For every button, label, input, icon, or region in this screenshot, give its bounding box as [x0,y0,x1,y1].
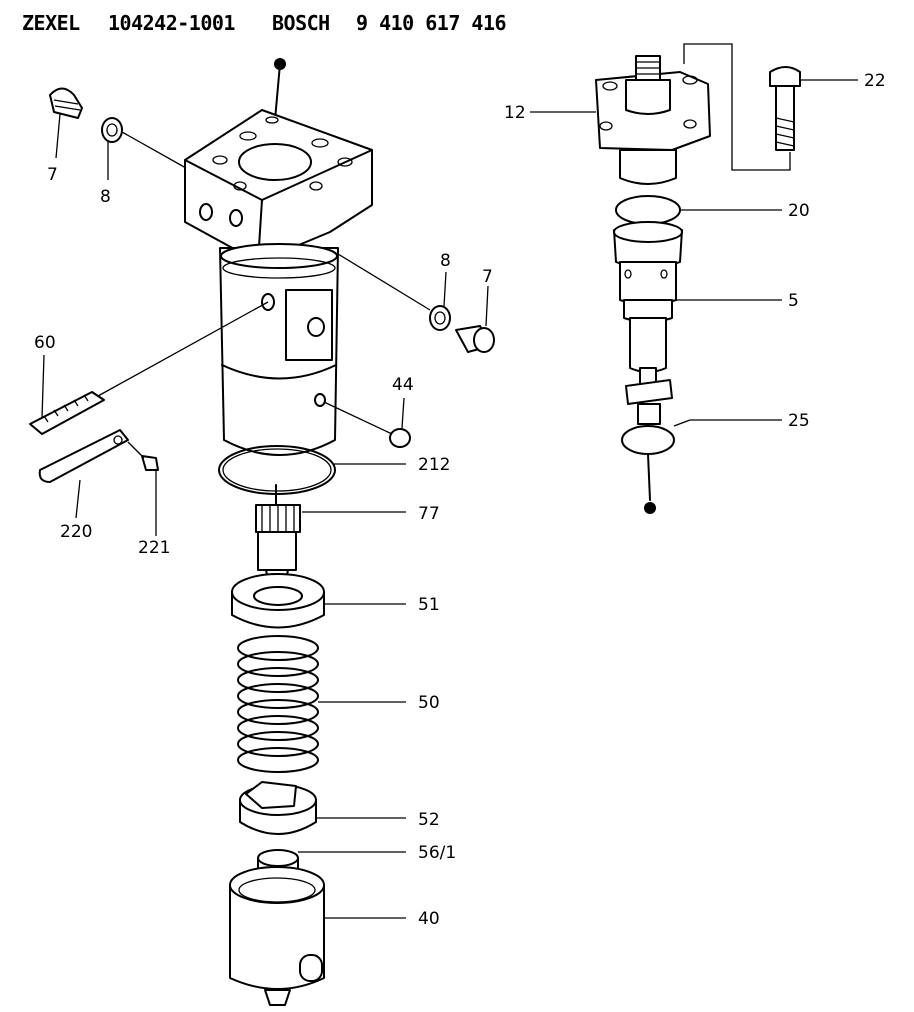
valve-holder-flange-12 [595,55,711,185]
lower-spring-seat-52 [239,781,317,835]
delivery-valve-5 [613,221,683,425]
label-221: 221 [138,538,170,558]
label-7-left: 7 [47,165,58,185]
label-60: 60 [34,333,56,353]
o-ring-25 [621,425,675,455]
label-50: 50 [418,693,440,713]
control-rack-60 [29,391,105,435]
lever-220 [38,429,129,483]
label-20: 20 [788,201,810,221]
valve-screw-7-right [455,325,495,353]
washer-8-left [101,117,123,143]
label-7-right: 7 [482,267,493,287]
label-44: 44 [392,375,414,395]
control-sleeve-77 [255,484,301,601]
valve-screw-7-left [49,87,83,119]
screw-221 [141,455,159,471]
header-part-number-bosch: 9 410 617 416 [356,11,507,35]
bolt-22 [769,66,801,151]
pump-head-flange [184,58,373,263]
pump-barrel-housing [219,243,339,456]
label-220: 220 [60,522,92,542]
label-8-right: 8 [440,251,451,271]
label-40: 40 [418,909,440,929]
label-51: 51 [418,595,440,615]
label-5: 5 [788,291,799,311]
spring-seat-51 [231,573,325,629]
label-56-1: 56/1 [418,843,456,863]
label-22: 22 [864,71,886,91]
o-ring-20 [615,195,681,225]
label-8-left: 8 [100,187,111,207]
washer-8-right [429,305,451,331]
label-212: 212 [418,455,450,475]
plunger-spring-50 [237,635,319,773]
header-brand-bosch: BOSCH [272,11,330,35]
axis-dot-bottom [644,502,656,514]
plug-44 [389,428,411,448]
leader-lines [41,79,858,919]
label-77: 77 [418,504,440,524]
header-brand-zexel: ZEXEL [22,11,80,35]
label-25: 25 [788,411,810,431]
label-12: 12 [504,103,526,123]
diagram-header: ZEXEL 104242-1001 BOSCH 9 410 617 416 [22,8,507,38]
header-part-number-zexel: 104242-1001 [108,11,235,35]
roller-tappet-40 [229,866,325,1006]
label-52: 52 [418,810,440,830]
axis-dot-top [274,58,286,70]
